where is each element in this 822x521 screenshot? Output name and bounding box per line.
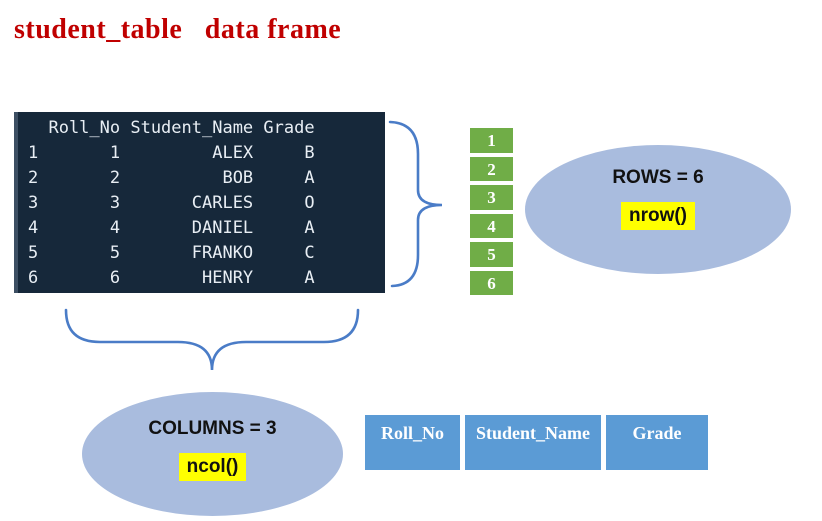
data-frame-text: Roll_No Student_Name Grade 1 1 ALEX B 2 … bbox=[28, 118, 315, 288]
header-cell-grade: Grade bbox=[606, 415, 708, 470]
rows-count-label: ROWS = 6 bbox=[612, 167, 704, 188]
columns-count-label: COLUMNS = 3 bbox=[148, 417, 277, 439]
column-headers-table: Roll_No Student_Name Grade bbox=[365, 415, 708, 470]
rows-ellipse: ROWS = 6 nrow() bbox=[525, 145, 791, 274]
r-console-output: Roll_No Student_Name Grade 1 1 ALEX B 2 … bbox=[14, 112, 385, 293]
row-index-box: 1 bbox=[470, 128, 513, 153]
row-index-box: 6 bbox=[470, 270, 513, 295]
nrow-function-label: nrow() bbox=[620, 202, 696, 230]
row-index-box: 5 bbox=[470, 242, 513, 267]
row-index-box: 2 bbox=[470, 156, 513, 181]
header-cell-student-name: Student_Name bbox=[465, 415, 601, 470]
page-title: student_table data frame bbox=[14, 14, 342, 45]
columns-ellipse: COLUMNS = 3 ncol() bbox=[82, 392, 343, 516]
header-cell-roll-no: Roll_No bbox=[365, 415, 460, 470]
row-index-box: 4 bbox=[470, 213, 513, 238]
ncol-function-label: ncol() bbox=[178, 452, 247, 481]
curly-brace-bottom-icon bbox=[62, 306, 362, 376]
row-index-box: 3 bbox=[470, 185, 513, 210]
curly-brace-right-icon bbox=[386, 118, 450, 290]
row-index-boxes: 1 2 3 4 5 6 bbox=[470, 128, 513, 295]
